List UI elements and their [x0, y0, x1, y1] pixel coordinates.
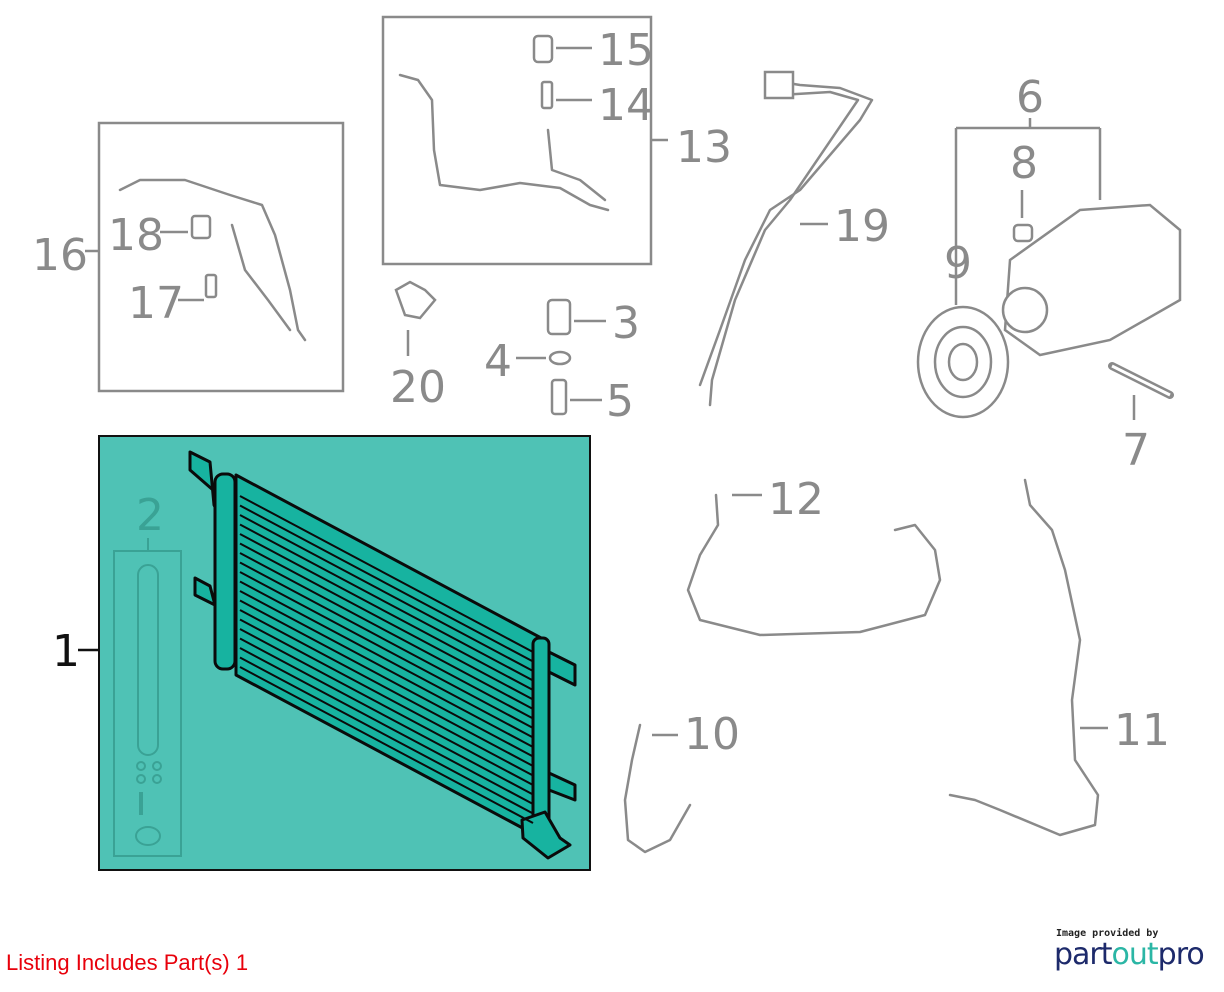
condenser-fin-line [239, 637, 534, 796]
callout-1: 1 [52, 626, 80, 677]
logo-caption: Image provided by [1056, 928, 1159, 939]
hose-13[interactable] [398, 73, 610, 212]
callout-19: 19 [834, 201, 890, 252]
logo-part: part [1054, 937, 1113, 972]
condenser-fin-line [239, 609, 534, 767]
condenser-fin-line [239, 656, 534, 815]
compressor-6[interactable] [1003, 203, 1182, 357]
callout-16: 16 [32, 230, 88, 281]
condenser-fin-line [239, 571, 534, 729]
callout-4: 4 [484, 336, 512, 387]
callout-3: 3 [612, 298, 640, 349]
group-box-16 [97, 121, 345, 393]
receiver-drier-part-2[interactable] [113, 538, 182, 857]
listing-includes-text: Listing Includes Part(s) 1 [6, 950, 249, 975]
partoutpro-logo: Image provided by partoutpro [1054, 928, 1205, 972]
callout-14: 14 [598, 80, 654, 131]
condenser-fin-line [239, 647, 534, 805]
logo-out: out [1111, 937, 1159, 972]
callout-6: 6 [1016, 72, 1044, 123]
o-ring-4[interactable] [548, 350, 572, 366]
pulley-9[interactable] [916, 305, 1010, 419]
callout-8: 8 [1010, 138, 1038, 189]
bracket-20[interactable] [394, 280, 437, 320]
hose-11[interactable] [948, 478, 1100, 837]
callout-10: 10 [684, 709, 740, 760]
switch-3[interactable] [546, 298, 572, 336]
callout-20: 20 [390, 362, 446, 413]
callout-9: 9 [944, 238, 972, 289]
condenser-fin-line [239, 533, 534, 691]
callout-17: 17 [128, 278, 184, 329]
callout-18: 18 [108, 210, 164, 261]
bushing-8[interactable] [1012, 223, 1034, 243]
sensor-5[interactable] [550, 378, 568, 416]
condenser-fin-line [239, 618, 534, 777]
cap-15[interactable] [532, 34, 554, 64]
condenser-fin-line [239, 628, 534, 786]
logo-wordmark: partoutpro [1054, 937, 1205, 972]
condenser-part-1[interactable] [188, 450, 577, 860]
hose-12[interactable] [686, 493, 942, 637]
callout-11: 11 [1114, 705, 1170, 756]
hose-10[interactable] [623, 723, 692, 854]
hose-19[interactable] [698, 78, 874, 387]
condenser-fin-line [239, 514, 534, 672]
logo-pro: pro [1157, 937, 1205, 972]
condenser-fin-line [239, 542, 534, 701]
valve-14[interactable] [540, 80, 554, 110]
valve-17[interactable] [204, 273, 218, 299]
hose-19-fitting [763, 70, 795, 100]
callout-7: 7 [1122, 425, 1150, 476]
condenser-fin-line [239, 495, 534, 653]
callout-5: 5 [606, 376, 634, 427]
condenser-fin-line [239, 552, 534, 710]
callout-15: 15 [598, 25, 654, 76]
condenser-fin-line [239, 599, 534, 758]
callout-12: 12 [768, 474, 824, 525]
hose-16[interactable] [118, 178, 307, 342]
cap-18[interactable] [190, 214, 212, 240]
callout-13: 13 [676, 122, 732, 173]
condenser-fin-line [239, 504, 534, 663]
condenser-fin-line [239, 666, 534, 824]
condenser-fin-line [239, 561, 534, 720]
condenser-fin-line [239, 580, 534, 739]
callout-2: 2 [136, 490, 164, 541]
condenser-fin-line [239, 523, 534, 682]
condenser-fin-line [239, 590, 534, 748]
